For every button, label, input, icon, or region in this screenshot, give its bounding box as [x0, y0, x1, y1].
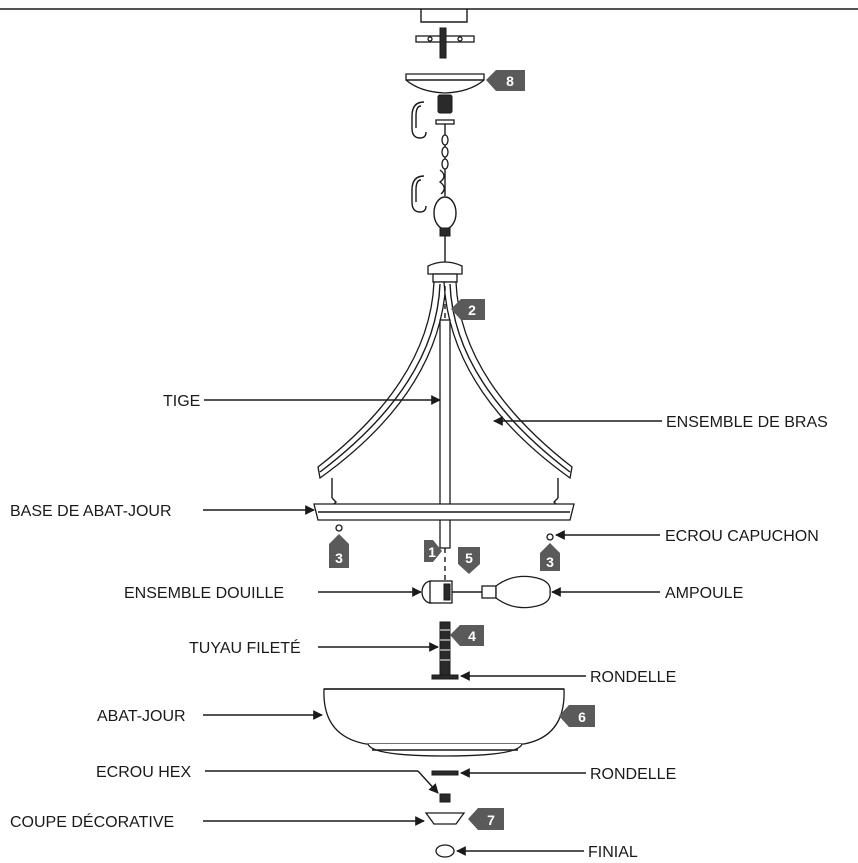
label-ecrou-capuchon: ECROU CAPUCHON	[665, 528, 819, 545]
svg-text:6: 6	[578, 709, 586, 725]
chain	[438, 124, 449, 196]
step-tag-2: 2	[451, 299, 485, 320]
label-ensemble-douille: ENSEMBLE DOUILLE	[124, 585, 284, 602]
s-hook-lower	[411, 175, 427, 213]
step-tag-3-right: 3	[540, 543, 560, 571]
canopy	[405, 73, 485, 94]
label-base-de-abat-jour: BASE DE ABAT-JOUR	[10, 503, 172, 520]
step-tag-3-left: 3	[329, 534, 349, 568]
loop-ring	[433, 196, 457, 262]
decorative-cup	[424, 812, 466, 825]
label-coupe-decorative: COUPE DÉCORATIVE	[10, 812, 174, 831]
threaded-pipe	[439, 621, 451, 677]
svg-text:1: 1	[428, 544, 436, 560]
cap-nut-right	[546, 533, 554, 541]
hex-nut	[439, 793, 451, 803]
label-ensemble-de-bras: ENSEMBLE DE BRAS	[666, 414, 828, 431]
mounting-strap	[415, 27, 475, 59]
cap-nut-left	[335, 524, 343, 532]
washer-bottom	[431, 770, 459, 776]
step-tag-6: 6	[559, 705, 595, 727]
label-tige: TIGE	[163, 393, 200, 410]
step-tag-7: 7	[468, 808, 504, 830]
label-tuyau-filete: TUYAU FILETÉ	[189, 638, 301, 657]
svg-text:3: 3	[546, 554, 554, 570]
shade-base	[313, 503, 575, 521]
s-hook-upper	[411, 101, 427, 139]
svg-text:5: 5	[465, 550, 473, 566]
label-rondelle-bottom: RONDELLE	[590, 766, 676, 783]
glass-shade	[323, 688, 565, 757]
washer-top	[431, 674, 459, 680]
label-finial: FINIAL	[588, 844, 638, 861]
svg-text:8: 8	[506, 73, 514, 89]
svg-text:2: 2	[468, 302, 476, 318]
socket-assembly	[421, 580, 482, 604]
bulb	[481, 575, 551, 609]
label-rondelle-top: RONDELLE	[590, 669, 676, 686]
svg-text:7: 7	[487, 812, 495, 828]
step-tag-8: 8	[486, 70, 525, 91]
label-abat-jour: ABAT-JOUR	[97, 708, 186, 725]
svg-text:3: 3	[335, 550, 343, 566]
junction-box	[420, 9, 468, 23]
label-ampoule: AMPOULE	[665, 585, 743, 602]
step-tag-5: 5	[458, 547, 480, 574]
step-tag-4: 4	[450, 625, 484, 646]
svg-text:4: 4	[468, 628, 476, 644]
step-tag-1: 1	[424, 540, 442, 562]
label-ecrou-hex: ECROU HEX	[96, 764, 191, 781]
arm-hub	[427, 261, 463, 283]
canopy-collar	[435, 94, 455, 125]
finial	[435, 844, 455, 858]
